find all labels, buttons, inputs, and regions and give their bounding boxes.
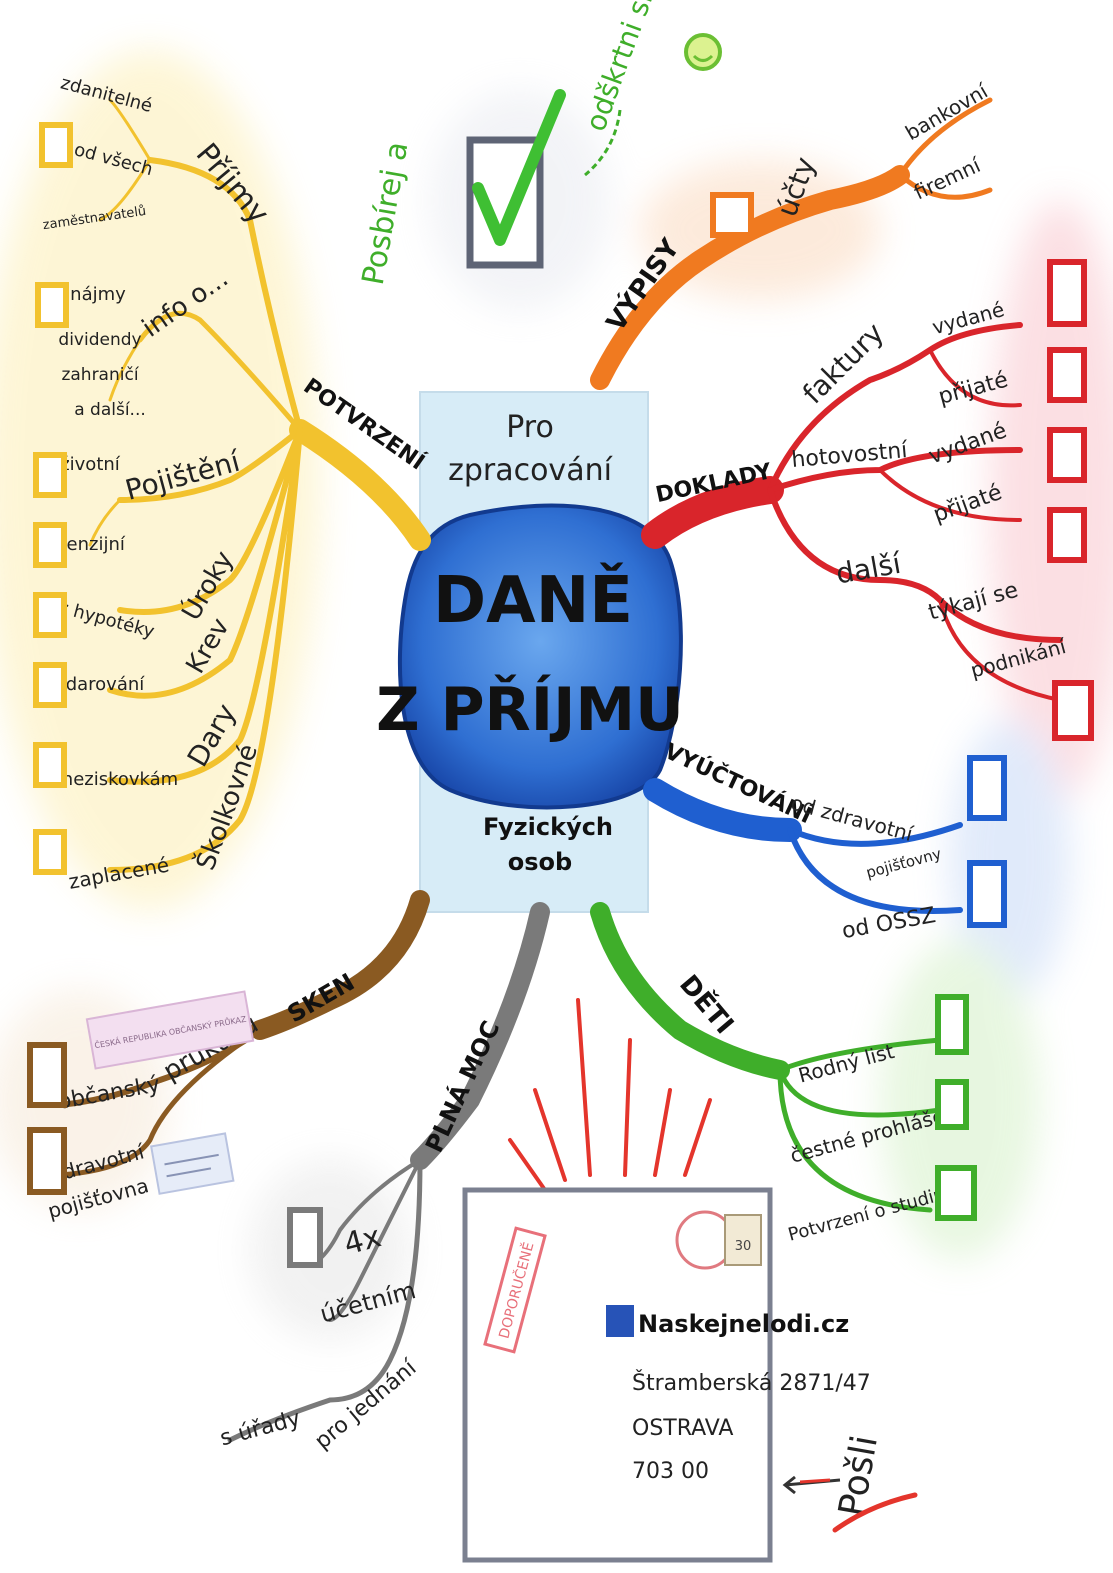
send-arrow-icon <box>782 1475 841 1495</box>
info-item-3: zahraničí <box>61 365 139 385</box>
checkbox <box>935 994 969 1055</box>
send-arrow-red-line <box>799 1478 831 1484</box>
center-bottom-caption-2: osob <box>508 848 572 876</box>
smiley-icon <box>684 33 722 71</box>
envelope: DOPORUČENĚ 30 Naskejnelodi.cz Štrambersk… <box>462 1187 871 1563</box>
center-title-1: DANĚ <box>433 562 633 638</box>
branch-vyuctovani <box>643 778 963 914</box>
checkbox <box>27 1042 67 1108</box>
branch-potvrzeni <box>88 98 431 873</box>
postage-value: 30 <box>735 1239 752 1254</box>
plna-moc-label: PLNÁ MOC <box>419 1016 505 1157</box>
branch-sken <box>57 890 430 1178</box>
checkbox <box>35 282 69 328</box>
checkbox <box>1047 347 1087 403</box>
red-arrows <box>508 998 712 1192</box>
send-instruction: Pošli <box>782 1432 918 1533</box>
postage-stamp <box>724 1214 762 1266</box>
checkbox <box>1047 427 1087 483</box>
potvrzeni-checkboxes <box>33 122 73 875</box>
envelope-body <box>462 1187 773 1563</box>
checkbox <box>967 755 1007 821</box>
checkbox <box>287 1207 323 1268</box>
center-node: Pro zpracování DANĚ Z PŘÍJMU Fyzických o… <box>376 391 684 913</box>
id-card-sketch: ČESKÁ REPUBLIKA OBČANSKÝ PRŮKAZ <box>85 990 255 1070</box>
info-item-1: nájmy <box>70 284 126 305</box>
insurance-card-sketch <box>150 1132 235 1195</box>
checkbox <box>935 1165 977 1221</box>
info-item-4: a další... <box>74 400 146 420</box>
center-top-caption-1: Pro <box>506 410 554 445</box>
address-city: OSTRAVA <box>632 1416 733 1441</box>
center-blob <box>397 503 683 810</box>
center-top-caption-2: zpracování <box>448 453 614 488</box>
smiley-mouth <box>692 54 714 62</box>
company-name: Naskejnelodi.cz <box>638 1310 849 1338</box>
address-zip: 703 00 <box>632 1459 709 1484</box>
checkbox <box>33 592 67 638</box>
send-underline <box>832 1492 918 1533</box>
checkbox <box>1052 680 1094 741</box>
dary-item-1: neziskovkám <box>62 769 178 790</box>
sken-label: SKEN <box>283 968 360 1028</box>
checkbox <box>967 860 1007 928</box>
check-mark-icon <box>472 89 566 246</box>
checkbox <box>710 192 754 238</box>
center-bottom-caption-1: Fyzických <box>483 813 613 841</box>
krev-item-1: darování <box>66 674 146 695</box>
vyuctovani-item-2: pojišťovny <box>864 844 943 881</box>
pojisteni-item-2: penzijní <box>55 534 126 555</box>
registered-stamp <box>483 1226 547 1354</box>
branch-deti <box>590 902 943 1213</box>
dalsi-label: další <box>833 547 904 591</box>
checkbox <box>33 829 67 875</box>
checkbox <box>33 522 67 568</box>
plna-moc-item-3: pro jednání <box>310 1355 422 1454</box>
checkbox <box>1047 259 1087 327</box>
intro-label-1: Posbírej a <box>356 139 416 288</box>
checkbox <box>935 1079 969 1130</box>
center-title-2: Z PŘÍJMU <box>376 673 684 745</box>
info-item-2: dividendy <box>58 330 141 350</box>
checkbox <box>39 122 73 168</box>
checkbox <box>1047 507 1087 563</box>
doklady-checkboxes <box>1047 259 1094 741</box>
pojisteni-item-1: životní <box>60 454 121 475</box>
branch-doklady <box>641 322 1063 702</box>
company-logo-icon <box>606 1305 634 1337</box>
ucty-item-1: bankovní <box>901 78 993 145</box>
checkbox <box>33 742 67 788</box>
checkbox <box>33 452 67 498</box>
checkbox <box>33 662 67 708</box>
checkbox <box>27 1127 67 1195</box>
plna-moc-item-4: s úřady <box>218 1406 304 1451</box>
address-street: Štramberská 2871/47 <box>632 1370 871 1396</box>
